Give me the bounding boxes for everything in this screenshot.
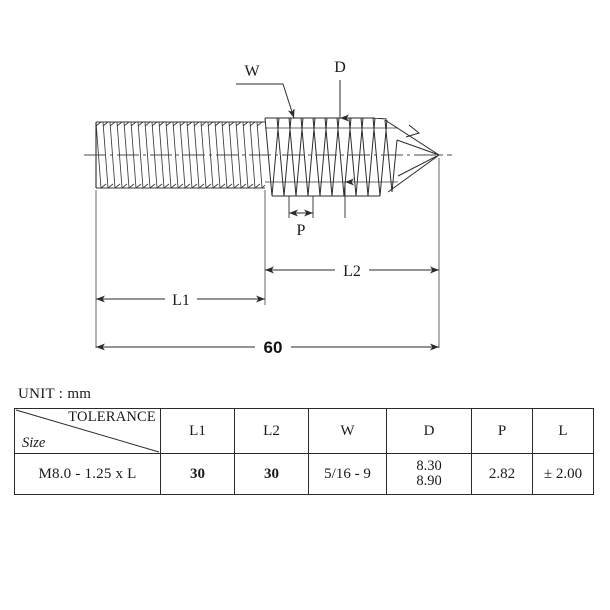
cell-size: M8.0 - 1.25 x L	[14, 453, 161, 495]
pitch-dimension-P: P	[288, 178, 354, 239]
cell-w: 5/16 - 9	[308, 453, 387, 495]
column-header-w: W	[308, 408, 387, 454]
callout-W: W	[236, 63, 295, 119]
cell-d: 8.30 8.90	[386, 453, 472, 495]
callout-D: D	[334, 59, 349, 122]
table-row: M8.0 - 1.25 x L 30 30 5/16 - 9 8.30 8.90…	[14, 453, 594, 495]
unit-note: UNIT : mm	[18, 386, 92, 402]
dimension-overall-length: 60	[96, 335, 439, 357]
column-header-d: D	[386, 408, 472, 454]
corner-diagonal-line	[15, 409, 160, 453]
column-header-l: L	[532, 408, 594, 454]
dimension-L1: L1	[96, 289, 265, 309]
dimension-label-L2: L2	[343, 263, 361, 280]
cell-l2: 30	[234, 453, 309, 495]
gimlet-point-tip	[384, 119, 441, 193]
table-corner-cell: TOLERANCE Size	[14, 408, 161, 454]
table-header-row: TOLERANCE Size L1 L2 W D P L	[14, 408, 594, 454]
wood-thread-section	[264, 117, 398, 197]
cell-d-max: 8.90	[416, 473, 442, 489]
tolerance-label: TOLERANCE	[68, 409, 156, 425]
column-header-p: P	[471, 408, 533, 454]
size-label: Size	[22, 434, 46, 451]
dimension-label-L1: L1	[172, 292, 190, 309]
dimension-label-overall: 60	[264, 338, 283, 357]
cell-d-min: 8.30	[416, 458, 442, 475]
specification-table: TOLERANCE Size L1 L2 W D P L M8.0 - 1.25…	[14, 408, 594, 495]
screw-technical-drawing: W D P L1 L2	[84, 59, 452, 357]
extension-lines	[95, 158, 440, 348]
dimension-label-P: P	[297, 222, 306, 239]
callout-label-W: W	[244, 63, 260, 80]
cell-l1: 30	[160, 453, 235, 495]
cell-p: 2.82	[471, 453, 533, 495]
column-header-l1: L1	[160, 408, 235, 454]
cell-l: ± 2.00	[532, 453, 594, 495]
callout-label-D: D	[334, 59, 346, 76]
dimension-L2: L2	[265, 260, 439, 280]
column-header-l2: L2	[234, 408, 309, 454]
